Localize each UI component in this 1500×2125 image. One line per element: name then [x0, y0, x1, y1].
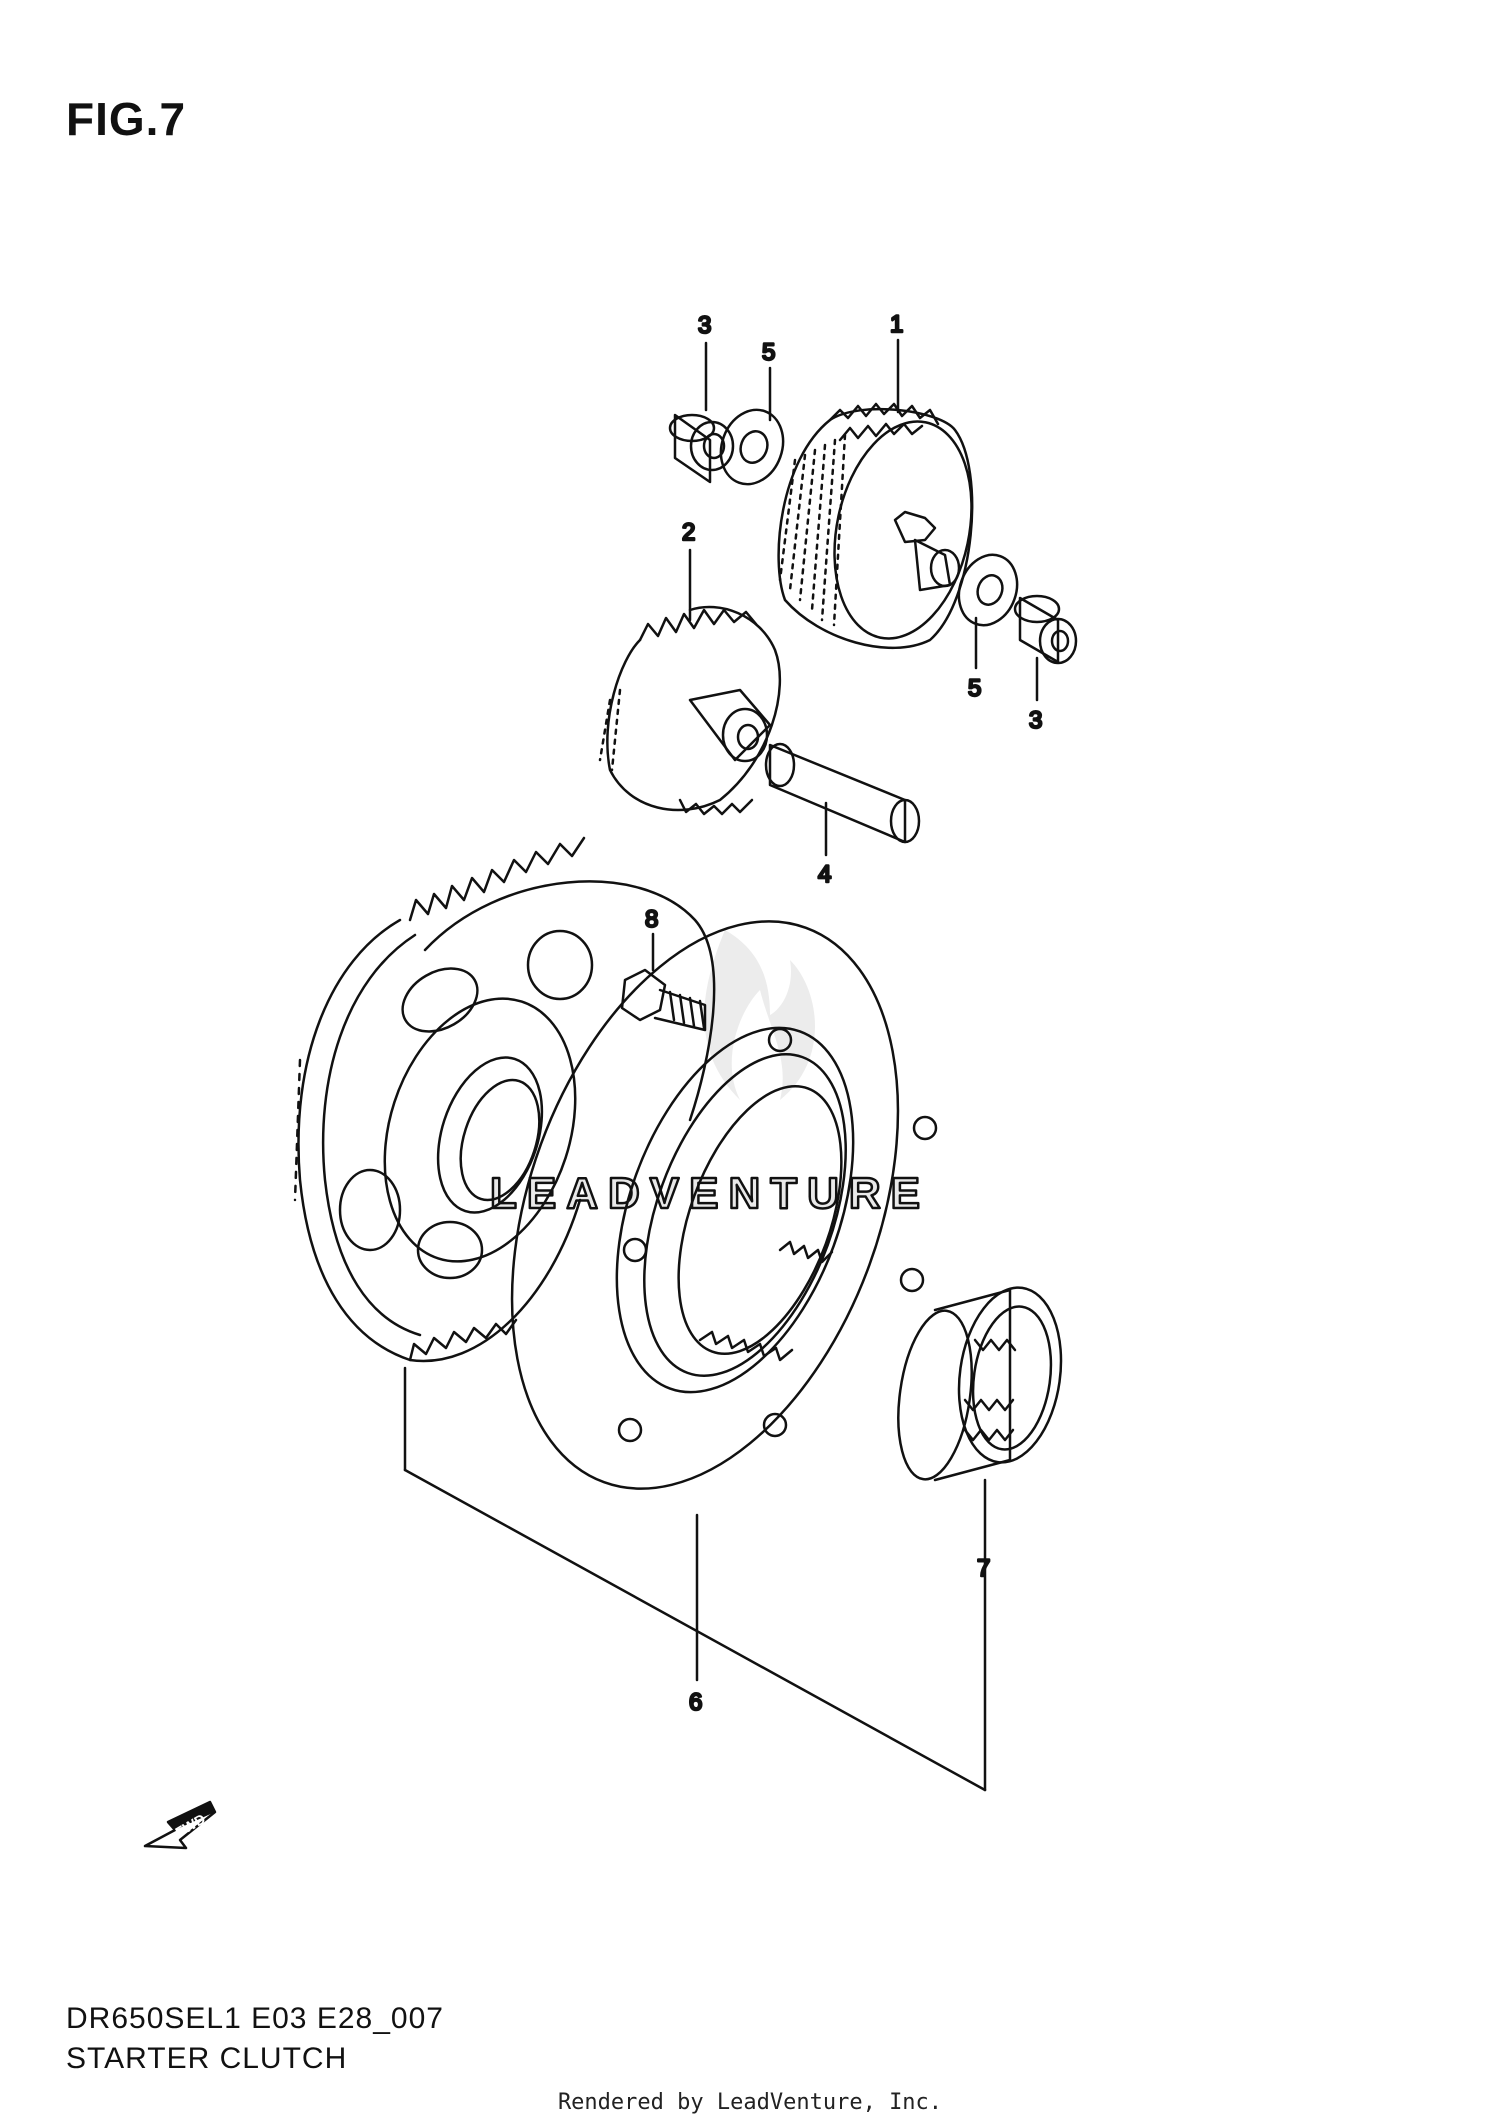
bushing-right-drawing	[1013, 594, 1078, 665]
render-credit: Rendered by LeadVenture, Inc.	[557, 2090, 943, 2115]
watermark-text: LEADVENTURE	[490, 1169, 930, 1218]
watermark: LEADVENTURE	[489, 930, 930, 1219]
callout-3-top: 3	[698, 312, 711, 339]
section-name: STARTER CLUTCH	[66, 2042, 348, 2075]
starter-idle-gear-no1-drawing	[777, 402, 974, 650]
callout-5-right: 5	[968, 675, 981, 702]
figure-title: FIG.7	[66, 93, 187, 145]
callout-3-right: 3	[1029, 707, 1042, 734]
bearing-drawing	[897, 1286, 1063, 1482]
callout-7: 7	[977, 1555, 990, 1582]
leader-lines	[403, 338, 1039, 1792]
washer-right-drawing	[957, 553, 1019, 627]
callout-8: 8	[645, 906, 658, 933]
bolt-drawing	[620, 968, 707, 1032]
callout-5-top: 5	[762, 339, 775, 366]
bushing-top-drawing	[668, 413, 735, 484]
washer-top-drawing	[719, 408, 785, 486]
starter-idle-gear-no2-drawing	[598, 605, 782, 816]
fwd-arrow-icon: FWD	[143, 1800, 217, 1850]
callout-4: 4	[818, 861, 831, 888]
starter-clutch-plate-drawing	[510, 920, 938, 1490]
callout-1: 1	[890, 311, 903, 338]
callout-6: 6	[689, 1689, 702, 1716]
callout-2: 2	[682, 519, 695, 546]
model-code: DR650SEL1 E03 E28_007	[66, 2002, 444, 2035]
idle-gear-shaft-drawing	[764, 742, 921, 844]
starter-driven-gear-drawing	[293, 836, 716, 1363]
